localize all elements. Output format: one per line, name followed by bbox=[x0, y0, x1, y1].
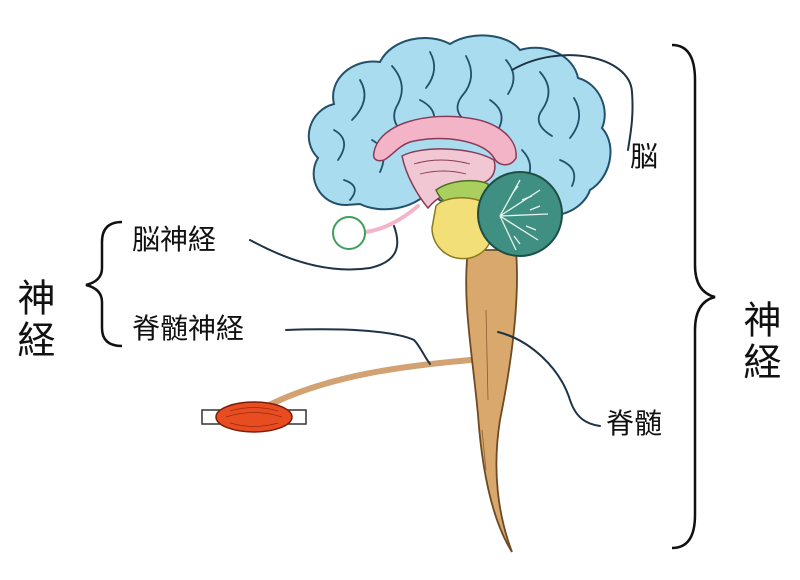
label-nerves-left: 神経 bbox=[11, 278, 55, 362]
leader-cranial-nerves bbox=[249, 225, 399, 271]
spinal-nerve-fiber bbox=[253, 355, 495, 415]
leader-spinal-cord bbox=[497, 331, 601, 427]
label-nerves-right: 神経 bbox=[737, 300, 781, 384]
leader-spinal-nerves bbox=[285, 328, 431, 365]
label-spinal-cord: 脊髄 bbox=[606, 407, 663, 440]
olfactory-tract bbox=[364, 204, 420, 234]
leader-brain bbox=[511, 54, 634, 151]
muscle-icon bbox=[201, 401, 307, 433]
label-spinal-nerves: 脊髄神経 bbox=[132, 312, 245, 345]
right-curly-brace bbox=[671, 43, 716, 550]
label-cranial-nerves: 脳神経 bbox=[132, 223, 217, 256]
left-curly-brace bbox=[85, 220, 123, 348]
cerebellum bbox=[477, 171, 563, 257]
spinal-cord-shape bbox=[465, 249, 518, 553]
corpus-callosum bbox=[372, 115, 517, 166]
label-brain: 脳 bbox=[630, 140, 659, 173]
olfactory-bulb-ring bbox=[332, 216, 366, 250]
